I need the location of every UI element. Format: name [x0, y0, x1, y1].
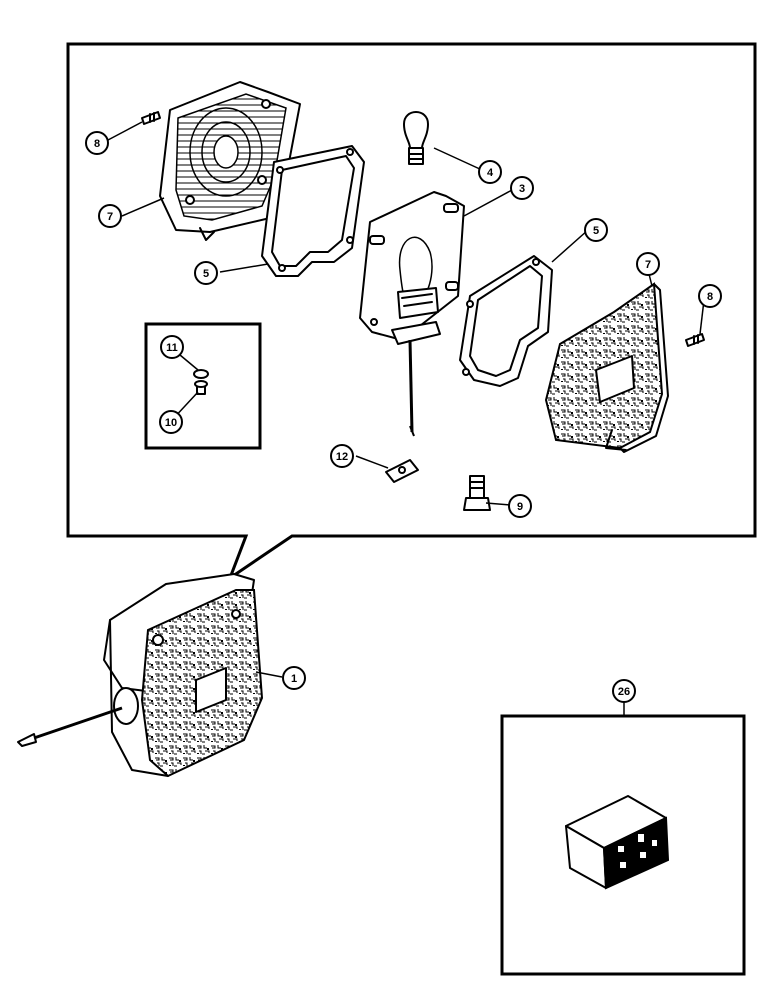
- svg-text:9: 9: [517, 501, 523, 513]
- callout-8-left: 8: [85, 131, 109, 155]
- callout-8-right: 8: [698, 284, 722, 308]
- screw-left: [141, 111, 161, 125]
- callout-5-right: 5: [584, 218, 608, 242]
- screw-right: [685, 333, 705, 347]
- bolt: [463, 475, 491, 511]
- bulb: [403, 111, 429, 165]
- svg-text:11: 11: [166, 342, 178, 354]
- svg-text:8: 8: [94, 138, 100, 150]
- svg-text:8: 8: [707, 291, 713, 303]
- lens-right: [544, 282, 669, 453]
- callout-10: 10: [159, 410, 183, 434]
- svg-text:5: 5: [593, 225, 599, 237]
- callout-3: 3: [510, 176, 534, 200]
- svg-text:12: 12: [336, 451, 348, 463]
- svg-text:10: 10: [165, 417, 177, 429]
- rear-housing: [159, 81, 301, 241]
- svg-text:1: 1: [291, 673, 297, 685]
- callout-1: 1: [282, 666, 306, 690]
- svg-text:4: 4: [487, 167, 494, 179]
- callout-12: 12: [330, 444, 354, 468]
- callout-11: 11: [160, 335, 184, 359]
- callout-7-right: 7: [636, 252, 660, 276]
- leader-lines: [107, 121, 705, 716]
- svg-text:7: 7: [107, 211, 113, 223]
- svg-text:26: 26: [618, 686, 630, 698]
- callout-4: 4: [478, 160, 502, 184]
- gasket-right: [459, 255, 553, 387]
- svg-text:7: 7: [645, 259, 651, 271]
- callout-26: 26: [612, 679, 636, 703]
- svg-text:3: 3: [519, 183, 525, 195]
- bulb-holder-plate: [359, 191, 465, 437]
- assembled-lamp: [17, 573, 264, 778]
- callout-5-left: 5: [194, 261, 218, 285]
- svg-text:5: 5: [203, 268, 209, 280]
- mounting-plate: [385, 459, 419, 483]
- callout-7-left: 7: [98, 204, 122, 228]
- callout-9: 9: [508, 494, 532, 518]
- gasket-left: [261, 145, 365, 277]
- flasher-unit: [565, 795, 670, 890]
